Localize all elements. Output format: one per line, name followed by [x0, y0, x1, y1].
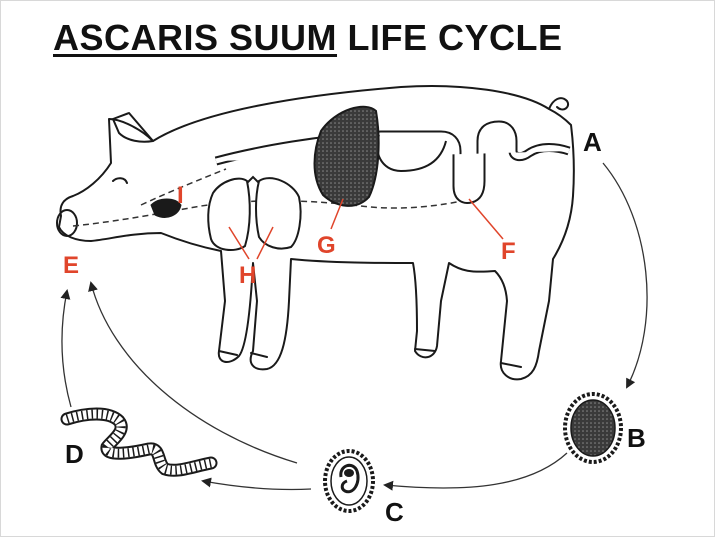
label-h: H — [239, 262, 256, 289]
label-c: C — [385, 497, 404, 527]
liver — [315, 107, 379, 206]
cycle-arrows — [62, 163, 647, 490]
label-e: E — [63, 252, 79, 279]
label-d: D — [65, 439, 84, 469]
worm-d — [67, 414, 211, 470]
label-a: A — [583, 127, 602, 157]
pig-eye — [113, 178, 127, 183]
arrow-a-to-b — [603, 163, 647, 387]
label-f: F — [501, 238, 516, 265]
label-g: G — [317, 232, 336, 259]
label-i: I — [177, 182, 184, 209]
arrow-d-to-e — [62, 291, 71, 407]
label-b: B — [627, 423, 646, 453]
egg-c — [325, 451, 373, 511]
arrow-c-to-d — [203, 481, 311, 490]
pig-tail — [549, 98, 568, 109]
egg-b — [565, 394, 621, 462]
arrow-b-to-c — [385, 453, 567, 488]
lungs — [208, 177, 300, 250]
